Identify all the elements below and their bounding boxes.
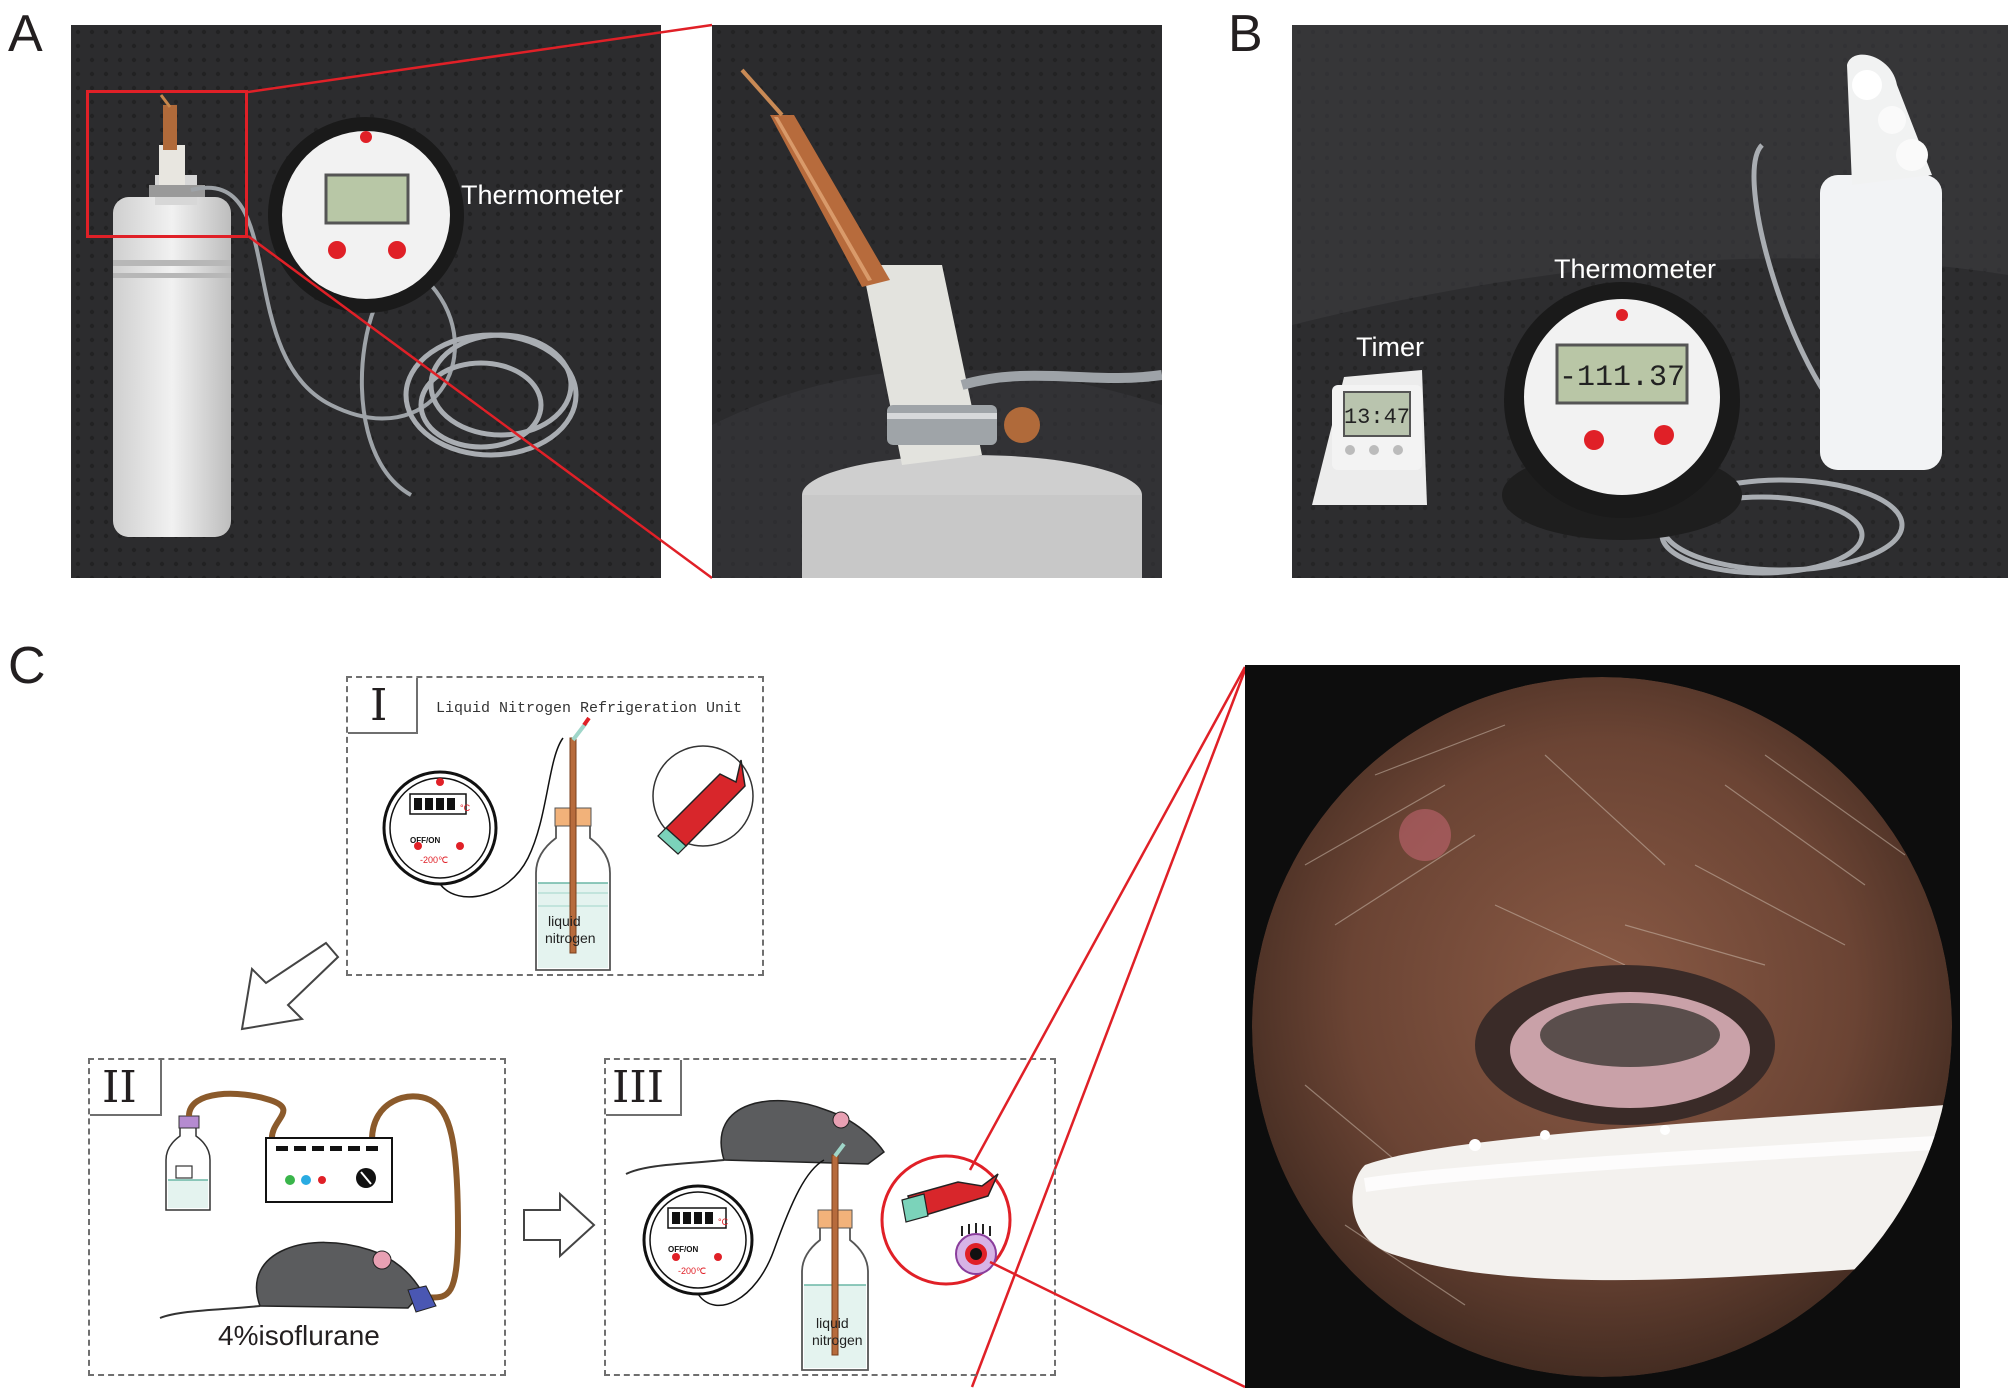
probe-tip-icon [652,745,754,855]
thermometer-icon [268,117,464,313]
probe-tip-icon [740,68,1142,578]
thermo-readout: -111.37 [1559,361,1685,395]
box-iii-liquid-line1: liquid [816,1315,849,1331]
panel-b-photo: 13:47 -111.37 Timer Thermometer [1292,25,2008,578]
box-iii: III °C OFF/ON -200℃ [604,1058,1056,1376]
svg-text:°C: °C [718,1217,729,1227]
svg-text:-200℃: -200℃ [420,855,448,865]
bottle-icon [1820,54,1942,470]
panel-c-eye-photo [1245,665,1960,1388]
arrow-icon [240,941,340,1031]
bottle-icon [801,1142,869,1371]
roman-iii: III [612,1062,665,1113]
timer-label: Timer [1356,332,1424,362]
box-iii-liquid-line2: nitrogen [812,1332,863,1348]
box-i-title: Liquid Nitrogen Refrigeration Unit [436,700,743,717]
timer-icon: 13:47 [1312,370,1427,505]
panel-a-photo-right [712,25,1162,578]
arrow-icon [523,1191,596,1259]
thermometer-label-a: Thermometer [461,180,624,210]
panel-a-photo-left: Thermometer [71,25,661,578]
svg-text:-200℃: -200℃ [678,1266,706,1276]
thermometer-icon: -111.37 [1502,282,1742,540]
bottle-icon [165,1115,211,1211]
eye-icon [880,1154,1012,1286]
svg-text:OFF/ON: OFF/ON [668,1245,698,1254]
box-i-liquid-line2: nitrogen [545,930,596,946]
roman-i: I [370,680,388,731]
mouse-icon [159,1241,437,1319]
box-i: I Liquid Nitrogen Refrigeration Unit °C … [346,676,764,976]
roman-ii: II [102,1062,137,1113]
bottle-icon [535,716,611,971]
bottle-icon [113,94,231,537]
svg-text:°C: °C [460,803,471,813]
timer-readout: 13:47 [1344,405,1410,430]
panel-b-letter: B [1228,5,1263,63]
panel-a-letter: A [8,5,43,63]
isoflurane-label: 4%isoflurane [218,1320,380,1351]
thermometer-icon: °C OFF/ON -200℃ [642,1184,754,1296]
thermometer-label-b: Thermometer [1554,254,1717,284]
zoom-box-a [86,90,248,238]
box-i-liquid-line1: liquid [548,913,581,929]
anesthesia-machine-icon [265,1137,393,1203]
panel-c-letter: C [8,637,46,695]
svg-text:OFF/ON: OFF/ON [410,836,440,845]
box-ii: II 4%isoflurane [88,1058,506,1376]
